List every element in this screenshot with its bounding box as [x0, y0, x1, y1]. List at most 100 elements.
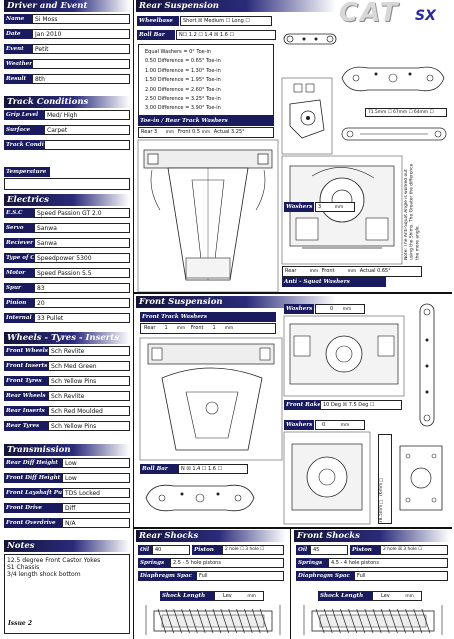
spring-coil	[421, 608, 431, 634]
toe-actual-label: Actual	[213, 129, 230, 135]
anti-squat-front-label: Front	[321, 268, 335, 274]
driver-1-field[interactable]: Jan 2010	[32, 29, 130, 39]
transmission-1-label: Front Diff Height	[4, 473, 62, 483]
spring-coil	[244, 608, 253, 634]
rear-roll-bar-options[interactable]: N☐ 1.2 ☐ 1.4 ☒ 1.6 ☐	[176, 30, 276, 40]
spring-coil	[372, 608, 382, 634]
toe-rear-value[interactable]: 3	[154, 129, 158, 135]
electrics-1-field[interactable]: Sanwa	[34, 223, 130, 233]
suspension-shocks-separator	[134, 527, 452, 529]
front-track-header: Front Track Washers	[140, 312, 276, 322]
section-driver-title: Driver and Event	[4, 0, 130, 12]
notes-box[interactable]: 12.5 degree Front Castor Yokes S1 Chassi…	[4, 554, 130, 634]
track-1-label: Surface	[4, 125, 44, 135]
rear-washers-field[interactable]: 3 mm	[315, 202, 355, 212]
electrics-3-field[interactable]: Speedpower 5300	[34, 253, 130, 263]
track-2-field[interactable]	[44, 140, 130, 150]
front-washers2-unit: mm	[340, 423, 350, 428]
electrics-6-field[interactable]: 20	[34, 298, 130, 308]
section-transmission-title: Transmission	[4, 444, 130, 456]
driver-3-field[interactable]	[32, 59, 130, 69]
front-rake-options[interactable]: 10 Deg ☒ 7.5 Deg ☐	[320, 400, 402, 410]
front-piston-options[interactable]: 2 hole ☒ 3 hole ☐	[380, 545, 448, 555]
anti-squat-header: Anti - Squat Washers	[282, 277, 386, 287]
wheels-4-label: Rear Inserts	[4, 406, 48, 416]
rear-shock-length-label: Shock Length	[160, 591, 214, 601]
anti-squat-actual-value[interactable]: 0.65°	[377, 268, 391, 274]
transmission-4-label: Front Overdrive	[4, 518, 62, 528]
front-roll-bar-options[interactable]: N ☒ 1.4 ☐ 1.6 ☐	[178, 464, 248, 474]
front-oil-field[interactable]: 45	[310, 545, 348, 555]
rear-oil-field[interactable]: 40	[152, 545, 190, 555]
front-dims[interactable]: 78.5mm ☐ 76mm ☐	[378, 434, 392, 524]
track-0-label: Grip Level	[4, 110, 44, 120]
temperature-label: Temperature	[4, 167, 50, 177]
spring-coil	[405, 608, 415, 634]
rear-piston-options[interactable]: 2 hole ☐ 3 hole ☐	[222, 545, 284, 555]
wheels-5-field[interactable]: Sch Yellow Pins	[48, 421, 130, 431]
wheels-5-label: Rear Tyres	[4, 421, 48, 431]
front-diaphragm-field[interactable]: Full	[354, 571, 448, 581]
electrics-0-label: E.S.C	[4, 208, 34, 218]
rear-hub-drawing	[281, 77, 333, 155]
driver-1-label: Date	[4, 29, 32, 39]
transmission-4-field[interactable]: N/A	[62, 518, 130, 528]
electrics-2-label: Reciever	[4, 238, 34, 248]
front-washers-unit: mm	[342, 307, 352, 312]
electrics-7-field[interactable]: 33 Pullet	[34, 313, 130, 323]
front-steering-link-drawing	[419, 303, 435, 427]
front-track-rear-label: Rear	[144, 325, 156, 331]
spring-coil	[157, 608, 167, 634]
front-springs-field[interactable]: 4.5 - 4 hole pistons	[328, 558, 448, 568]
transmission-2-field[interactable]: TDS Locked	[62, 488, 130, 498]
toe-header: Toe-in / Rear Track Washers	[138, 116, 274, 126]
toe-front-unit: mm	[201, 130, 211, 135]
front-track-rear-value[interactable]: 1	[164, 325, 168, 331]
rear-camber-dims[interactable]: 71.5mm ☐ 67mm ☐ 64mm ☐	[365, 108, 447, 117]
wheels-0-field[interactable]: Sch Revlite	[48, 346, 130, 356]
section-notes-title: Notes	[4, 540, 130, 552]
rear-springs-field[interactable]: 2.5 - 5 hole pistons	[170, 558, 284, 568]
electrics-2-field[interactable]: Sanwa	[34, 238, 130, 248]
temperature-field[interactable]	[4, 178, 130, 190]
electrics-5-field[interactable]: 83	[34, 283, 130, 293]
rear-diaphragm-field[interactable]: Full	[196, 571, 284, 581]
issue-label: Issue 2	[8, 620, 33, 627]
spring-coil	[165, 608, 175, 634]
wheels-3-field[interactable]: Sch Revlite	[48, 391, 130, 401]
wheelbase-options[interactable]: Short ☒ Medium ☐ Long ☐	[180, 16, 272, 26]
front-shock-length-field[interactable]: Lev mm	[372, 591, 422, 601]
electrics-6-label: Pinion	[4, 298, 34, 308]
wheels-4-field[interactable]: Sch Red Moulded	[48, 406, 130, 416]
front-roll-bar-label: Roll Bar	[140, 464, 178, 474]
section-rear-shocks-title: Rear Shocks	[136, 530, 286, 542]
driver-4-field[interactable]: 8th	[32, 74, 130, 84]
rear-springs-label: Springs	[138, 558, 170, 568]
front-track-front-value[interactable]: 1	[212, 325, 216, 331]
electrics-4-field[interactable]: Speed Passion 5.5	[34, 268, 130, 278]
driver-2-field[interactable]: Petit	[32, 44, 130, 54]
wheels-2-label: Front Tyres	[4, 376, 48, 386]
transmission-1-field[interactable]: Low	[62, 473, 130, 483]
electrics-0-field[interactable]: Speed Passion GT 2.0	[34, 208, 130, 218]
driver-0-field[interactable]: Si Moss	[32, 14, 130, 24]
transmission-3-field[interactable]: Diff	[62, 503, 130, 513]
toe-table-row: 1.50 Difference = 1.95° Toe-in	[145, 77, 221, 84]
spring-coil	[259, 608, 269, 634]
toe-actual-value[interactable]: 3.25°	[231, 129, 245, 135]
wheels-2-field[interactable]: Sch Yellow Pins	[48, 376, 130, 386]
rear-shock-length-field[interactable]: Lev mm	[214, 591, 264, 601]
wheels-1-field[interactable]: Sch Med Green	[48, 361, 130, 371]
rear-front-separator	[134, 292, 452, 294]
front-oil-label: Oil	[296, 545, 310, 555]
spring-coil	[315, 608, 325, 634]
transmission-0-field[interactable]: Low	[62, 458, 130, 468]
front-washers-field[interactable]: 0 mm	[315, 304, 365, 314]
front-track-front-label: Front	[190, 325, 204, 331]
spring-coil	[181, 608, 190, 634]
toe-front-value[interactable]: 0.5	[192, 129, 200, 135]
rear-washers-unit: mm	[334, 205, 344, 210]
track-1-field[interactable]: Carpet	[44, 125, 130, 135]
front-washers2-field[interactable]: 0 mm	[315, 420, 365, 430]
track-0-field[interactable]: Med/ High	[44, 110, 130, 120]
